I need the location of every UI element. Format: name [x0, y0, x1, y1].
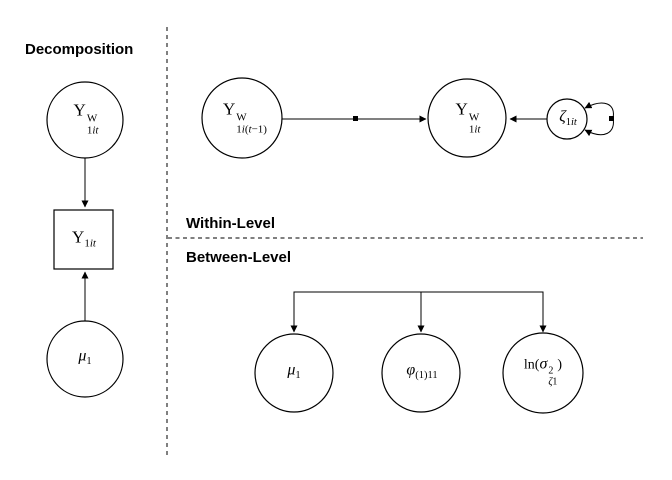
math-sub-group: 1it [566, 117, 577, 128]
math-sub: 1 [295, 370, 301, 382]
node-label-observed-y: Y1it [72, 229, 96, 250]
node-label-decomp-mu: μ1 [78, 348, 91, 367]
node-label-zeta: ζ1it [559, 109, 577, 128]
section-title-decomposition: Decomposition [25, 41, 134, 58]
math-sub: 1 [565, 117, 571, 129]
node-circle-y-current [427, 78, 507, 158]
path-dot-zeta-loop [609, 116, 614, 121]
math-sub: −1) [251, 123, 267, 136]
math-base: Y [72, 227, 85, 247]
math-base: Y [223, 99, 236, 119]
math-sub-group: 1it [84, 237, 96, 249]
math-sup: 2 [548, 365, 554, 377]
math-sub: ( [244, 123, 249, 136]
section-title-between-level: Between-Level [186, 249, 292, 266]
math-sub: it [89, 237, 96, 250]
math-sub: i [241, 123, 245, 136]
math-sub: 1 [552, 376, 558, 387]
math-sub: it [92, 124, 99, 137]
between-connector-bracket [290, 291, 547, 333]
node-label-between-mu: μ1 [287, 362, 300, 381]
math-sup: W [86, 112, 98, 125]
section-title-within-level: Within-Level [186, 215, 276, 232]
math-sub: 1 [468, 123, 475, 136]
math-sub: t [248, 123, 252, 136]
math-sub: 1 [236, 123, 242, 136]
node-circle-decomp-mu [46, 320, 124, 398]
path-dot-autoregression [353, 116, 358, 121]
node-circle-between-mu [254, 333, 334, 413]
math-sub: 1 [86, 356, 92, 368]
node-label-between-phi: φ(1)11 [406, 362, 437, 381]
math-sub: ζ [548, 376, 553, 387]
node-circle-between-phi [381, 333, 461, 413]
math-sub: it [570, 117, 577, 129]
math-suffix: ) [557, 357, 563, 373]
math-sub: it [474, 123, 481, 136]
math-base: Y [73, 100, 86, 120]
node-circle-y-lagged [201, 77, 283, 159]
math-base: σ [539, 355, 548, 373]
math-prefix: ln( [523, 357, 540, 373]
math-base: μ [78, 347, 87, 365]
math-sub: 1 [84, 237, 90, 250]
math-base: φ [406, 361, 416, 379]
math-sub: 1 [86, 124, 93, 137]
node-square-observed-y [53, 209, 114, 270]
node-circle-between-lnsigma [502, 332, 584, 414]
math-sub: (1)11 [415, 370, 438, 382]
math-base: Y [455, 99, 468, 119]
math-sup: W [236, 111, 247, 124]
math-base: ζ [559, 108, 566, 126]
math-sup: W [468, 111, 480, 124]
math-base: μ [287, 361, 296, 379]
